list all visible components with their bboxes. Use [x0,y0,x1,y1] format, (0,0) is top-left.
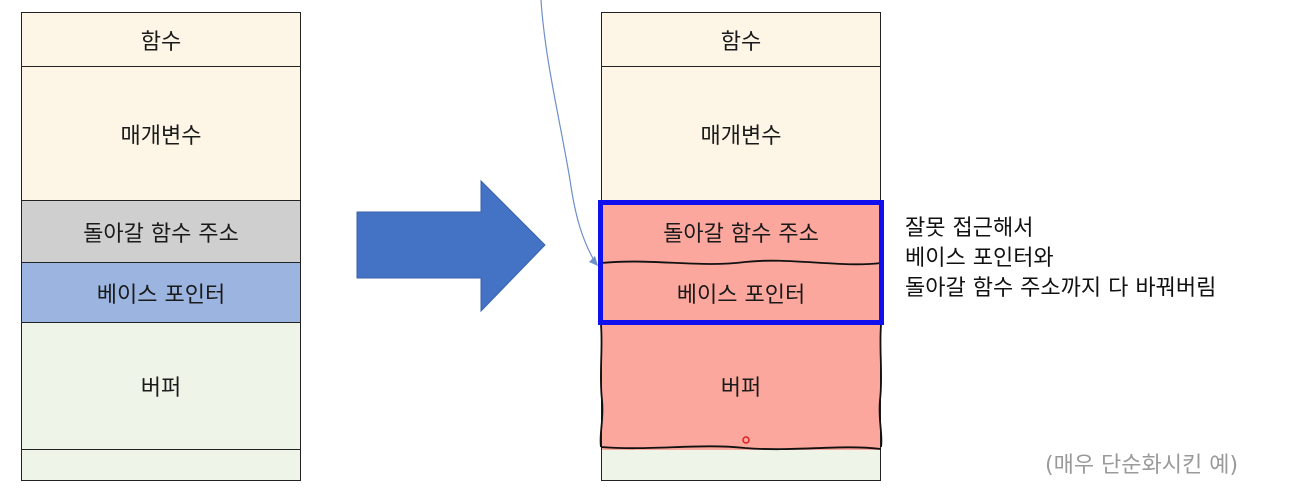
empty-cell [22,450,300,480]
pointer-line [540,0,596,263]
simplified-example-caption: (매우 단순화시킨 예) [1045,453,1239,478]
pointer-arrowhead-icon [589,256,598,266]
overflow-note: 잘못 접근해서 베이스 포인터와 돌아갈 함수 주소까지 다 바꿔버림 [905,214,1216,304]
function-cell: 함수 [22,13,300,67]
return-address-cell: 돌아갈 함수 주소 [602,201,880,263]
overwrite-line-middle [600,259,882,266]
cursor-dot [742,436,750,444]
overflowed-stack: 함수 매개변수 돌아갈 함수 주소 베이스 포인터 버퍼 [601,12,881,481]
empty-cell [602,450,880,480]
base-pointer-cell: 베이스 포인터 [602,263,880,323]
return-address-cell: 돌아갈 함수 주소 [22,201,300,263]
overwrite-edge-left [599,324,604,448]
base-pointer-cell: 베이스 포인터 [22,263,300,323]
original-stack: 함수 매개변수 돌아갈 함수 주소 베이스 포인터 버퍼 [21,12,301,481]
transition-arrow-icon [356,179,546,313]
buffer-cell: 버퍼 [22,323,300,450]
overwrite-line-bottom [600,445,882,451]
note-line-2: 베이스 포인터와 [905,246,1054,271]
note-line-3: 돌아갈 함수 주소까지 다 바꿔버림 [905,276,1217,301]
overwrite-edge-right [878,324,883,448]
note-line-1: 잘못 접근해서 [905,216,1034,241]
parameters-cell: 매개변수 [22,67,300,201]
buffer-cell: 버퍼 [602,323,880,450]
function-cell: 함수 [602,13,880,67]
